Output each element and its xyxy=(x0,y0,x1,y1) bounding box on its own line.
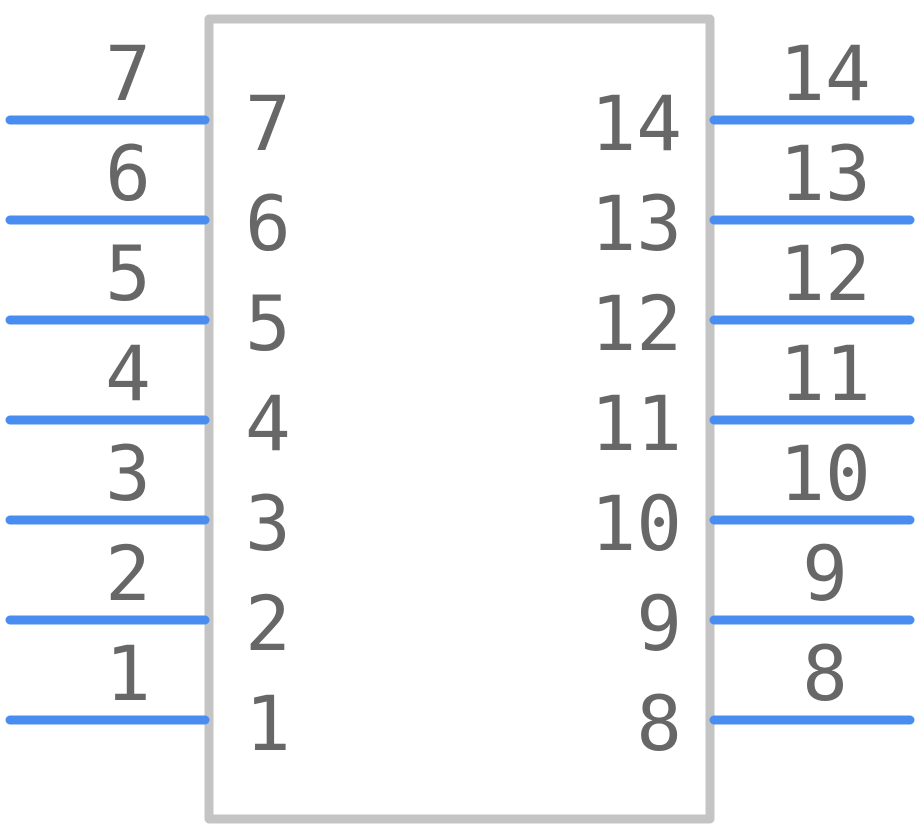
pin-name-7: 7 xyxy=(245,79,291,168)
pin-number-1: 1 xyxy=(105,629,151,718)
pin-number-8: 8 xyxy=(802,629,848,718)
pin-number-7: 7 xyxy=(105,29,151,118)
pin-number-12: 12 xyxy=(779,229,871,318)
pin-number-13: 13 xyxy=(779,129,871,218)
pin-number-5: 5 xyxy=(105,229,151,318)
pin-name-2: 2 xyxy=(245,579,291,668)
pin-number-2: 2 xyxy=(105,529,151,618)
pin-name-6: 6 xyxy=(245,179,291,268)
pin-number-3: 3 xyxy=(105,429,151,518)
pin-name-14: 14 xyxy=(590,79,682,168)
pin-name-4: 4 xyxy=(245,379,291,468)
pin-name-3: 3 xyxy=(245,479,291,568)
pin-number-6: 6 xyxy=(105,129,151,218)
pin-name-10: 10 xyxy=(590,479,682,568)
pin-number-14: 14 xyxy=(779,29,871,118)
pin-name-5: 5 xyxy=(245,279,291,368)
pin-name-12: 12 xyxy=(590,279,682,368)
pin-number-11: 11 xyxy=(779,329,871,418)
pin-name-9: 9 xyxy=(636,579,682,668)
pin-name-8: 8 xyxy=(636,679,682,768)
pin-number-10: 10 xyxy=(779,429,871,518)
pin-number-4: 4 xyxy=(105,329,151,418)
pin-name-13: 13 xyxy=(590,179,682,268)
pin-name-11: 11 xyxy=(590,379,682,468)
pin-name-1: 1 xyxy=(245,679,291,768)
pin-number-9: 9 xyxy=(802,529,848,618)
